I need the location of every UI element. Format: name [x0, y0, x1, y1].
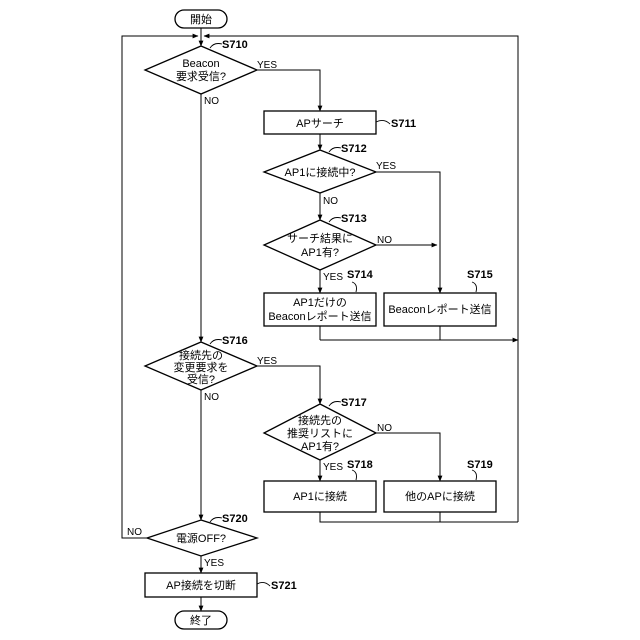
s720-label: 電源OFF?	[176, 531, 226, 545]
s713-step-id: S713	[341, 213, 367, 225]
s716-line-2: 変更要求を	[174, 360, 229, 374]
decision-s710: Beacon 要求受信? S710 YES NO	[145, 39, 277, 107]
start-label: 開始	[190, 12, 212, 26]
s713-line-1: サーチ結果に	[287, 231, 353, 245]
s712-label: AP1に接続中?	[285, 165, 356, 179]
start-terminal: 開始	[175, 10, 227, 28]
s710-no-label: NO	[204, 96, 219, 107]
edge-s712-yes	[376, 172, 440, 293]
edge-s716-yes	[257, 366, 320, 404]
s716-step-id: S716	[222, 335, 248, 347]
s711-label: APサーチ	[296, 117, 344, 130]
end-label: 終了	[190, 613, 212, 627]
s719-step-id: S719	[467, 459, 493, 471]
s710-line-2: 要求受信?	[176, 70, 226, 83]
s711-step-id: S711	[391, 118, 416, 130]
s718-label: AP1に接続	[293, 489, 347, 503]
s714-line-1: AP1だけの	[293, 296, 347, 309]
edge-s717-no	[376, 433, 440, 481]
s719-label: 他のAPに接続	[405, 489, 475, 503]
s720-yes-label: YES	[204, 558, 224, 569]
s713-no-label: NO	[377, 235, 392, 246]
s716-line-1: 接続先の	[179, 348, 223, 362]
process-s721: AP接続を切断 S721	[145, 573, 297, 597]
s710-line-1: Beacon	[182, 58, 219, 70]
s713-line-2: AP1有?	[301, 245, 339, 259]
s717-step-id: S717	[341, 397, 367, 409]
s717-line-1: 接続先の	[298, 413, 342, 427]
s712-yes-label: YES	[376, 161, 396, 172]
s714-step-id: S714	[347, 269, 374, 281]
s721-label: AP接続を切断	[166, 578, 236, 592]
end-terminal: 終了	[175, 611, 227, 629]
s720-step-id: S720	[222, 513, 248, 525]
s710-step-id: S710	[222, 39, 248, 51]
s720-no-label: NO	[127, 527, 142, 538]
edge-s710-yes	[257, 70, 320, 111]
decision-s716: 接続先の 変更要求を 受信? S716 YES NO	[145, 335, 277, 403]
s721-step-id: S721	[271, 580, 297, 592]
s717-line-3: AP1有?	[301, 439, 339, 453]
s716-no-label: NO	[204, 392, 219, 403]
process-s711: APサーチ S711	[264, 111, 416, 134]
s714-line-2: Beaconレポート送信	[268, 309, 371, 323]
s716-line-3: 受信?	[187, 373, 215, 386]
s713-yes-label: YES	[323, 272, 343, 283]
s715-label: Beaconレポート送信	[388, 302, 491, 316]
s710-yes-label: YES	[257, 60, 277, 71]
s717-line-2: 推奨リストに	[287, 426, 353, 440]
decision-s713: サーチ結果に AP1有? S713 NO YES	[264, 213, 392, 283]
s717-yes-label: YES	[323, 462, 343, 473]
s718-step-id: S718	[347, 459, 373, 471]
edge-s720-no	[122, 36, 198, 538]
s712-no-label: NO	[323, 196, 338, 207]
decision-s717: 接続先の 推奨リストに AP1有? S717 NO YES	[264, 397, 392, 473]
s717-no-label: NO	[377, 423, 392, 434]
s715-step-id: S715	[467, 269, 493, 281]
s712-step-id: S712	[341, 143, 367, 155]
decision-s720: 電源OFF? S720 NO YES	[127, 513, 257, 569]
edge-s718-merge	[320, 512, 518, 522]
s716-yes-label: YES	[257, 356, 277, 367]
decision-s712: AP1に接続中? S712 YES NO	[264, 143, 396, 207]
